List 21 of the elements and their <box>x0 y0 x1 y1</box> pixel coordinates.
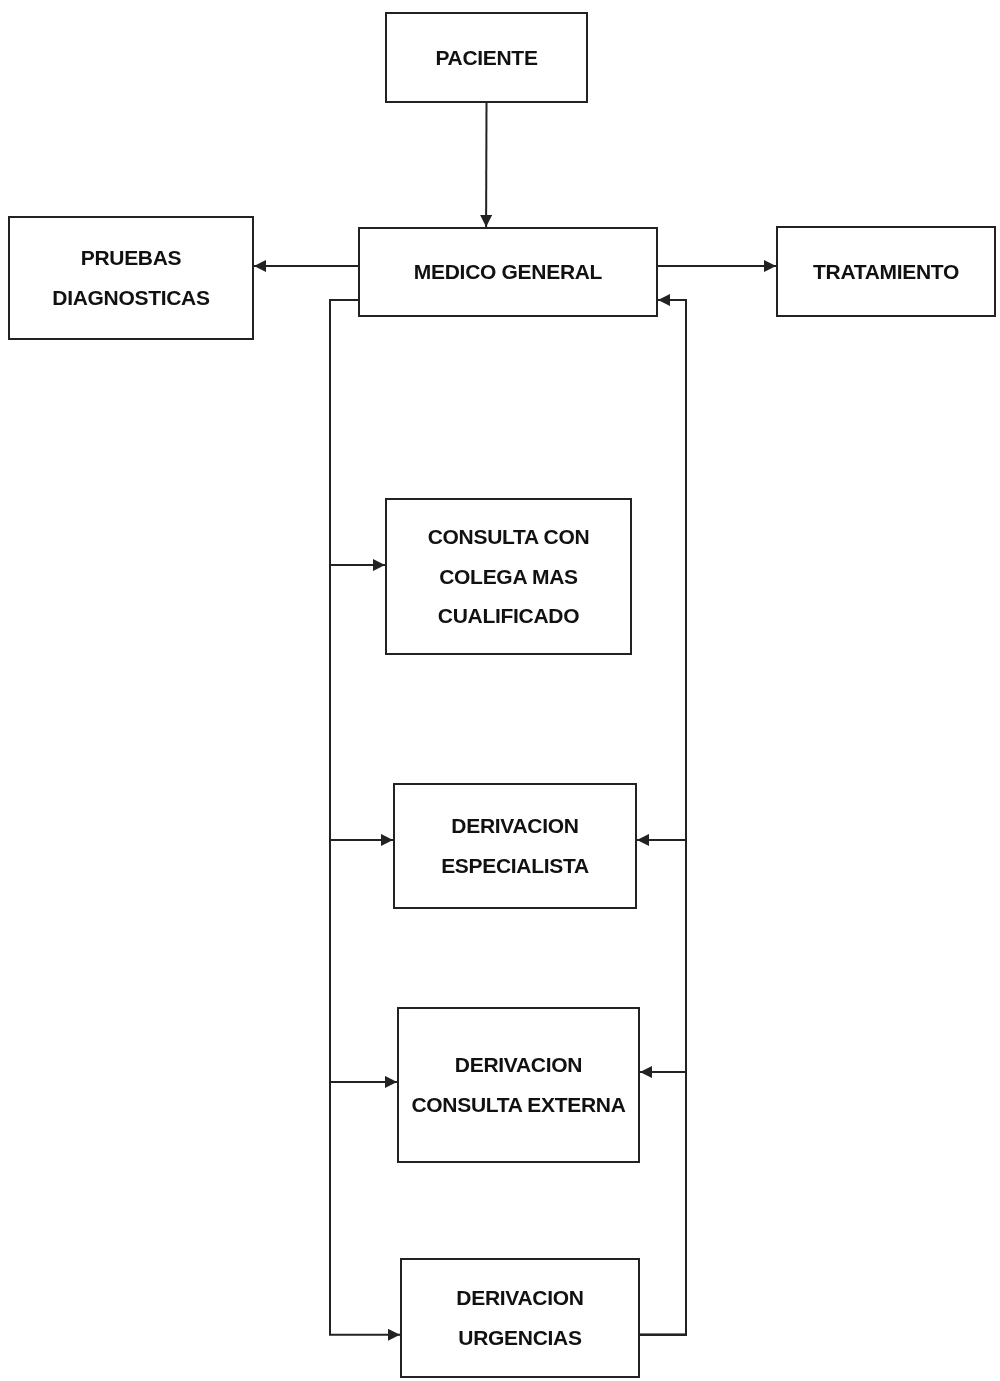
process-box <box>385 498 632 655</box>
process-box <box>8 216 254 340</box>
box-label: CONSULTA CON COLEGA MAS CUALIFICADO <box>426 523 591 630</box>
arrow <box>639 1066 687 1336</box>
box-label: DERIVACION URGENCIAS <box>455 1285 585 1351</box>
process-box <box>393 783 637 909</box>
process-box <box>397 1007 640 1163</box>
box-label: DERIVACION CONSULTA EXTERNA <box>410 1052 627 1118</box>
process-box <box>385 12 588 103</box>
box-label: PRUEBAS DIAGNOSTICAS <box>51 245 211 311</box>
arrow <box>253 259 359 272</box>
arrow <box>329 299 401 1341</box>
box-label: TRATAMIENTO <box>813 258 959 285</box>
arrow <box>657 260 777 273</box>
process-box <box>776 226 996 317</box>
arrow <box>480 102 493 228</box>
box-label: PACIENTE <box>435 44 538 71</box>
process-box <box>400 1258 640 1378</box>
box-label: MEDICO GENERAL <box>413 259 603 286</box>
process-box <box>358 227 658 317</box>
box-label: DERIVACION ESPECIALISTA <box>440 813 590 879</box>
